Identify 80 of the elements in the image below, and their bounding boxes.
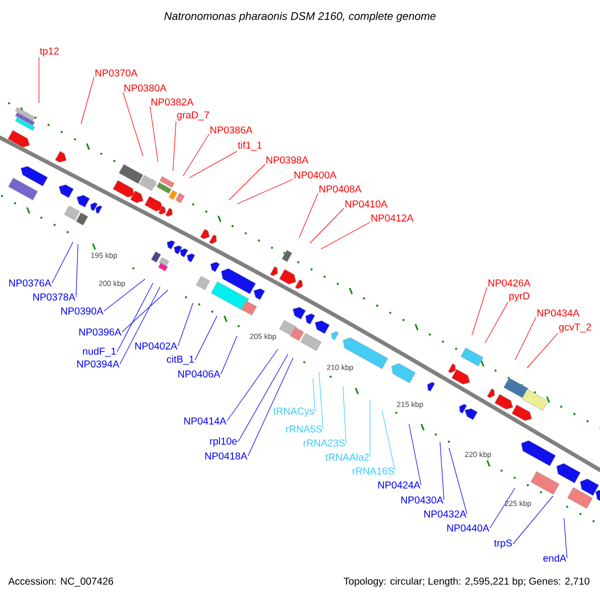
leader-line bbox=[178, 302, 194, 346]
leader-line bbox=[188, 151, 238, 178]
gene-label: NP0426A bbox=[488, 279, 530, 287]
leader-line bbox=[472, 286, 488, 336]
gene-label: trpS bbox=[494, 539, 512, 549]
leader-line bbox=[116, 282, 154, 352]
gene-label: tRNAAla2 bbox=[326, 453, 369, 461]
gene-label: NP0396A bbox=[79, 328, 122, 336]
gene-label: tRNACys bbox=[273, 407, 314, 417]
gene-label: NP0434A bbox=[538, 309, 580, 317]
gene-label: NP0386A bbox=[210, 126, 252, 134]
leader-line bbox=[382, 410, 396, 472]
gene-label: tp12 bbox=[40, 47, 59, 57]
gene-label: NP0414A bbox=[184, 417, 226, 425]
gene-label: NP0408A bbox=[320, 185, 362, 193]
gene-label: NP0382A bbox=[152, 98, 194, 106]
footer-text: Topology: circular; Length: 2,595,221 bp; Genes: 2,710 bbox=[344, 577, 590, 587]
leader-line bbox=[76, 244, 78, 298]
leader-line bbox=[310, 208, 344, 244]
gene-label: NP0440A bbox=[447, 524, 490, 532]
leader-line bbox=[220, 336, 238, 374]
leader-line bbox=[122, 92, 144, 156]
leader-line bbox=[38, 56, 40, 104]
leader-line bbox=[298, 192, 318, 238]
leader-line bbox=[440, 442, 444, 500]
gene-label: NP0430A bbox=[401, 496, 444, 504]
gene-label: NP0402A bbox=[135, 342, 178, 350]
gene-label: endA bbox=[543, 554, 566, 562]
leader-line bbox=[484, 302, 508, 344]
leader-line bbox=[238, 354, 288, 442]
leader-line bbox=[512, 496, 554, 544]
footer-text: Accession: NC_007426 bbox=[8, 577, 114, 587]
leader-line bbox=[122, 290, 168, 332]
title: Natronomonas pharaonis DSM 2160, complete genome bbox=[164, 12, 436, 22]
leader-line bbox=[80, 76, 94, 124]
leader-line bbox=[408, 424, 422, 486]
gene-label: NP0380A bbox=[124, 84, 166, 92]
gene-label: graD_7 bbox=[177, 112, 209, 120]
leader-line bbox=[564, 518, 568, 558]
leader-line bbox=[228, 164, 266, 200]
gene-label: nudF_1 bbox=[83, 347, 116, 357]
leader-line bbox=[150, 106, 158, 162]
leader-line bbox=[52, 242, 74, 284]
gene-label: NP0390A bbox=[61, 307, 104, 315]
gene-label: NP0410A bbox=[346, 200, 388, 208]
gene-label: NP0378A bbox=[33, 293, 76, 301]
gene-label: rRNA23S bbox=[304, 439, 345, 447]
leader-line bbox=[526, 332, 558, 368]
gene-label: gcvT_2 bbox=[559, 323, 591, 333]
leader-line bbox=[320, 222, 370, 250]
leader-line bbox=[172, 120, 176, 172]
leader-line bbox=[318, 372, 324, 430]
gene-label: rpl10e bbox=[210, 437, 237, 447]
gene-label: NP0432A bbox=[424, 510, 466, 518]
gene-label: NP0370A bbox=[96, 69, 138, 77]
gene-label: NP0376A bbox=[9, 279, 52, 287]
leader-line bbox=[120, 286, 160, 364]
leader-line bbox=[104, 278, 146, 312]
gene-label: NP0398A bbox=[266, 156, 308, 164]
leader-line bbox=[490, 488, 516, 528]
gene-label: rRNA16S bbox=[352, 467, 394, 475]
gene-label: tif1_1 bbox=[238, 141, 262, 151]
gene-label: citB_1 bbox=[166, 355, 194, 365]
leader-line bbox=[248, 358, 294, 456]
leader-line bbox=[448, 448, 468, 514]
leader-line bbox=[182, 134, 210, 176]
leader-line bbox=[194, 316, 218, 360]
gene-label: NP0406A bbox=[178, 370, 220, 378]
leader-line bbox=[312, 378, 316, 412]
leader-line bbox=[226, 348, 278, 422]
gene-label: NP0400A bbox=[294, 171, 336, 179]
gene-label: rRNA5S bbox=[286, 425, 322, 433]
leader-line bbox=[514, 316, 536, 360]
gene-label: NP0418A bbox=[205, 452, 248, 460]
leader-line bbox=[342, 386, 346, 444]
gene-label: pyrD bbox=[509, 292, 530, 302]
leader-line bbox=[236, 178, 294, 204]
gene-label: NP0412A bbox=[372, 214, 414, 222]
gene-label: NP0394A bbox=[77, 360, 120, 368]
gene-label: NP0424A bbox=[378, 481, 420, 489]
